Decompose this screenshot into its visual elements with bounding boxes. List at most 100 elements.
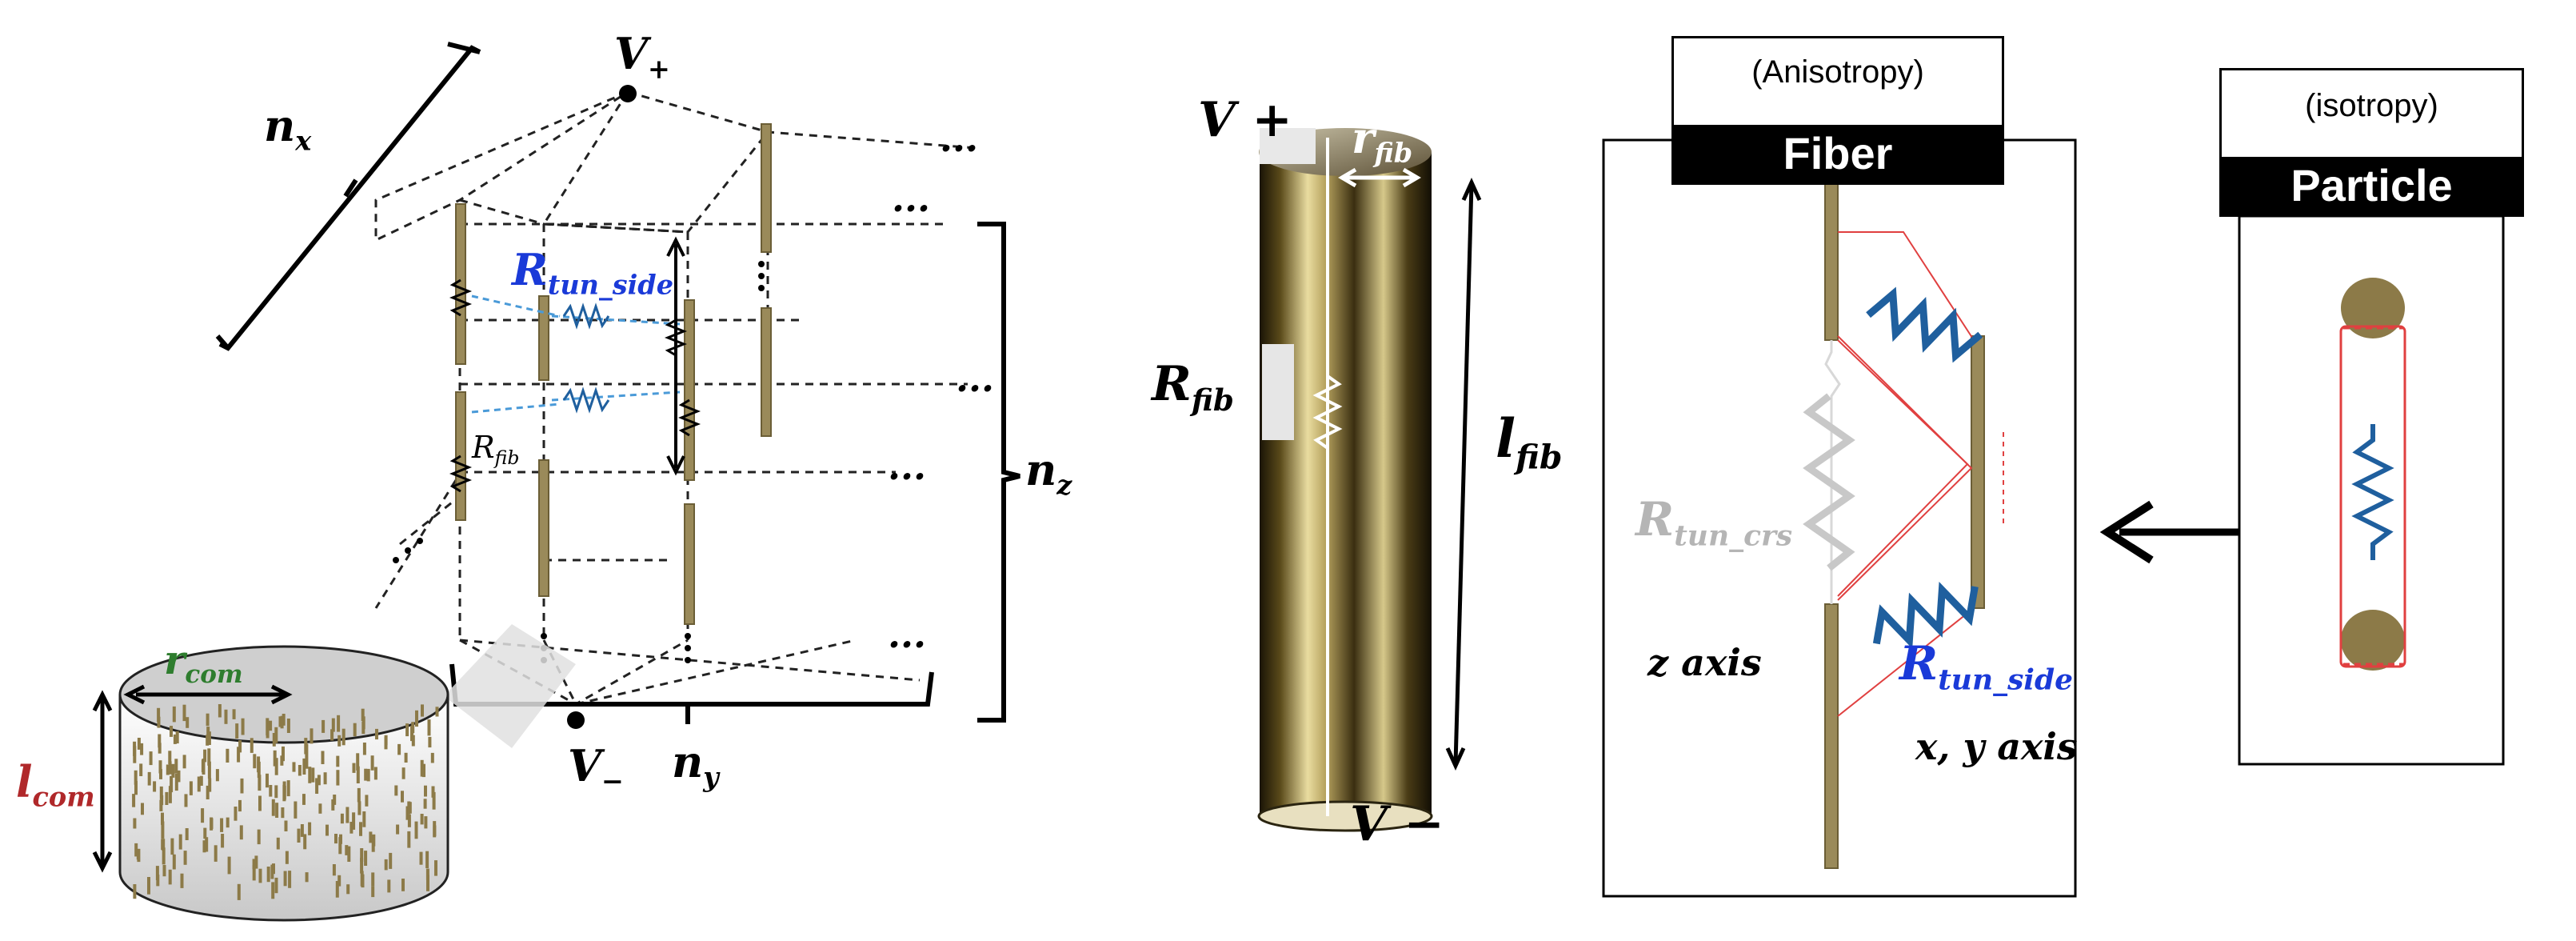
composite-fiber-speck	[357, 787, 361, 803]
composite-fiber-speck	[337, 735, 341, 747]
composite-fiber-speck	[149, 751, 153, 766]
composite-fiber-speck	[224, 709, 228, 724]
composite-fiber-speck	[207, 748, 211, 766]
ellipsis: ...	[892, 177, 931, 220]
composite-fiber-speck	[369, 831, 373, 843]
ny-brace	[449, 663, 934, 724]
composite-fiber-speck	[282, 714, 286, 726]
composite-fiber-speck	[430, 752, 434, 763]
composite-fiber-speck	[323, 772, 327, 785]
composite-fiber-speck	[405, 806, 409, 820]
composite-fiber-speck	[321, 751, 325, 764]
composite-fiber-speck	[183, 851, 187, 865]
rod	[761, 123, 772, 253]
composite-fiber-speck	[303, 834, 307, 850]
l-com-label: lcom	[16, 756, 95, 813]
composite-fiber-speck	[410, 726, 413, 742]
composite-fiber-speck	[158, 760, 162, 774]
composite-fiber-speck	[147, 771, 151, 786]
r-fib-label: Rfib	[472, 430, 520, 470]
composite-fiber-speck	[156, 875, 160, 887]
composite-fiber-speck	[433, 825, 437, 836]
composite-fiber-speck	[425, 868, 429, 880]
composite-fiber-speck	[419, 851, 423, 865]
ellipsis: ...	[888, 613, 927, 656]
composite-fiber-speck	[337, 715, 341, 732]
composite-fiber-speck	[155, 866, 159, 880]
rod	[761, 307, 772, 437]
composite-fiber-speck	[276, 837, 280, 850]
fiber-resistor	[1312, 374, 1343, 450]
resistor-side-lower	[1872, 581, 1979, 649]
composite-fiber-speck	[375, 728, 378, 740]
v-minus-node	[567, 711, 585, 729]
composite-fiber-speck	[345, 807, 349, 823]
composite-fiber-speck	[401, 791, 404, 803]
composite-fiber-speck	[226, 817, 230, 828]
composite-fiber-speck	[311, 767, 315, 783]
composite-fiber-speck	[266, 773, 269, 788]
resistor-zigzag	[449, 454, 473, 493]
projection-arrow	[444, 624, 576, 748]
composite-fiber-speck	[292, 762, 296, 772]
composite-fiber-speck	[274, 727, 278, 743]
composite-fiber-speck	[272, 733, 276, 747]
fiber-header: (Anisotropy) Fiber	[1671, 36, 2004, 185]
composite-fiber-speck	[147, 877, 150, 895]
composite-fiber-speck	[336, 755, 340, 767]
composite-fiber-speck	[160, 795, 164, 806]
composite-fiber-speck	[362, 743, 366, 755]
composite-fiber-speck	[220, 818, 224, 832]
composite-fiber-speck	[340, 813, 344, 824]
composite-fiber-speck	[206, 713, 210, 727]
fiber-header-title: Fiber	[1674, 125, 2002, 182]
composite-fiber-speck	[305, 758, 309, 769]
composite-fiber-speck	[184, 794, 188, 807]
resistor-zigzag	[562, 386, 610, 414]
composite-fiber-speck	[315, 778, 319, 794]
fiber-r-tun-side-label: Rtun_side	[1899, 636, 2073, 697]
composite-fiber-speck	[384, 859, 388, 871]
composite-fiber-speck	[373, 767, 377, 780]
resistor-zigzag	[449, 278, 473, 317]
composite-fiber-speck	[286, 780, 290, 797]
composite-fiber-speck	[420, 814, 424, 825]
composite-fiber-speck	[205, 837, 209, 852]
composite-fiber-speck	[159, 786, 163, 799]
composite-fiber-speck	[269, 720, 273, 731]
composite-fiber-speck	[238, 740, 242, 753]
composite-fiber-speck	[174, 759, 178, 774]
composite-fiber-speck	[397, 743, 401, 755]
composite-fiber-speck	[360, 871, 364, 887]
composite-fiber-speck	[300, 824, 304, 837]
fiber-resistance-label: Rfib	[1152, 356, 1234, 418]
composite-fiber-speck	[396, 824, 400, 835]
composite-fiber-speck	[371, 887, 375, 898]
composite-fiber-speck	[401, 767, 405, 779]
composite-fiber-speck	[207, 731, 211, 745]
composite-fiber-speck	[139, 763, 143, 776]
composite-fiber-speck	[361, 722, 365, 735]
composite-fiber-speck	[172, 706, 176, 723]
composite-fiber-speck	[266, 718, 270, 736]
composite-fiber-speck	[180, 873, 184, 888]
composite-fiber-speck	[424, 816, 428, 829]
composite-fiber-speck	[349, 822, 353, 834]
composite-fiber-speck	[330, 729, 334, 741]
particle-header: (isotropy) Particle	[2219, 68, 2524, 217]
particle-model-panel	[2238, 214, 2505, 766]
composite-fiber-speck	[257, 761, 261, 779]
composite-fiber-speck	[133, 746, 137, 763]
single-fiber	[1257, 128, 1482, 832]
composite-fiber-speck	[174, 773, 178, 791]
composite-fiber-speck	[414, 821, 418, 839]
fiber-length-label: lfib	[1496, 407, 1563, 477]
composite-fiber-speck	[241, 718, 245, 735]
composite-fiber-speck	[232, 709, 236, 719]
composite-fiber-speck	[356, 753, 360, 771]
nx-brace	[215, 42, 481, 351]
composite-fiber-speck	[424, 785, 427, 797]
composite-fiber-speck	[137, 738, 141, 750]
fiber-radius-label: rfib	[1352, 112, 1413, 169]
